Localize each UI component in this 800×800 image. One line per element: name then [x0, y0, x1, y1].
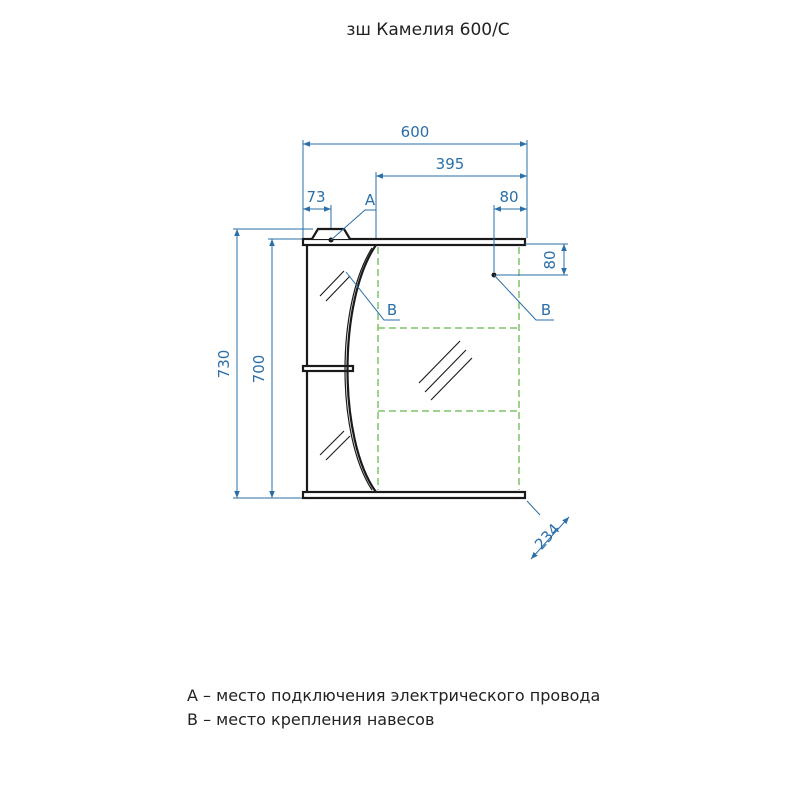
marker-a: A — [365, 191, 376, 209]
dim-overall-height: 730 — [215, 350, 233, 379]
dim-depth: 234 — [531, 520, 564, 553]
curved-front-inner — [344, 247, 373, 491]
dim-mirror-width: 395 — [436, 155, 465, 173]
dim-mount-offset-x: 80 — [499, 188, 518, 206]
marker-b-right: B — [541, 301, 551, 319]
bottom-plate — [301, 490, 527, 500]
dim-overall-width: 600 — [401, 123, 430, 141]
middle-shelf — [301, 364, 355, 373]
legend-item-b: В – место крепления навесов — [187, 710, 435, 729]
dim-mount-offset-y: 80 — [541, 250, 559, 269]
legend: А – место подключения электрического про… — [187, 684, 600, 732]
cabinet-outline — [301, 227, 527, 500]
legend-item-a: А – место подключения электрического про… — [187, 686, 601, 705]
dim-body-height: 700 — [250, 355, 268, 384]
reflection-marks — [319, 270, 473, 461]
dimension-lines — [233, 140, 570, 560]
top-plate — [301, 237, 527, 247]
marker-b-left: B — [387, 301, 397, 319]
dashed-shelves — [377, 247, 520, 490]
curved-front — [346, 244, 377, 493]
dim-socket-offset: 73 — [306, 188, 325, 206]
drawing-title: зш Камелия 600/С — [346, 20, 509, 40]
